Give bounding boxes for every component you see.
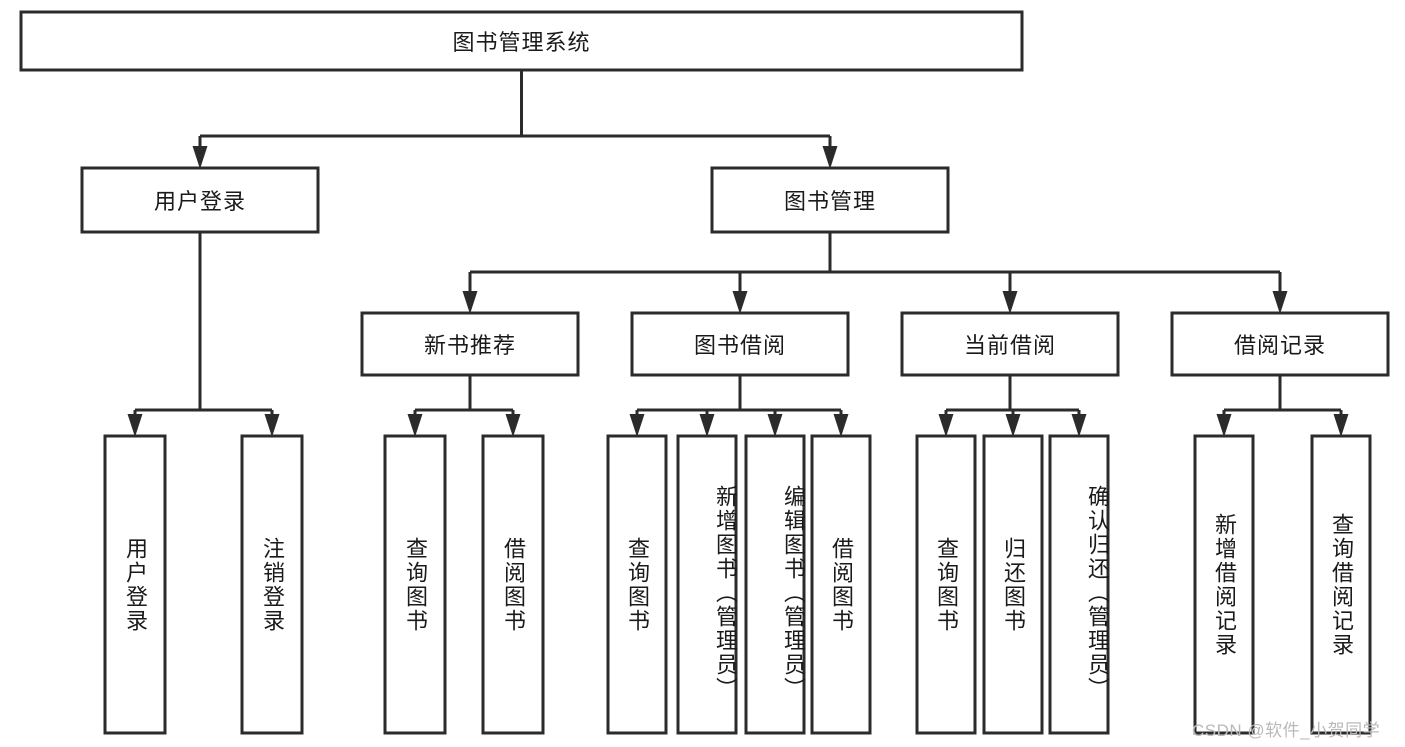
node-box-borrow	[630, 311, 850, 377]
node-box-leaf-new-2	[481, 434, 545, 735]
node-box-bookmgmt	[710, 166, 950, 234]
arrow-head-leaf-rec-1	[1216, 414, 1232, 437]
arrow-head-newbook	[462, 291, 478, 314]
node-box-leaf-borrow-3	[744, 434, 806, 735]
arrow-head-leaf-cur-1	[938, 414, 954, 437]
arrow-head-leaf-borrow-4	[833, 414, 849, 437]
node-box-leaf-rec-2	[1310, 434, 1372, 735]
node-box-leaf-borrow-1	[606, 434, 668, 735]
node-box-newbook	[360, 311, 580, 377]
node-box-leaf-login-1	[103, 434, 167, 735]
arrow-head-leaf-borrow-2	[699, 414, 715, 437]
node-box-root	[19, 10, 1024, 72]
node-box-leaf-cur-3	[1048, 434, 1110, 735]
arrow-head-leaf-rec-2	[1333, 414, 1349, 437]
arrow-head-leaf-cur-2	[1005, 414, 1021, 437]
arrow-head-leaf-borrow-1	[629, 414, 645, 437]
node-box-leaf-rec-1	[1193, 434, 1255, 735]
node-box-leaf-borrow-2	[676, 434, 738, 735]
arrow-head-leaf-login-1	[127, 414, 143, 437]
arrow-head-borrow	[732, 291, 748, 314]
arrow-head-leaf-login-2	[264, 414, 280, 437]
arrow-head-leaf-new-1	[407, 414, 423, 437]
arrow-head-leaf-new-2	[505, 414, 521, 437]
node-box-current	[900, 311, 1120, 377]
arrow-head-leaf-cur-3	[1071, 414, 1087, 437]
node-box-leaf-borrow-4	[810, 434, 872, 735]
edges-layer	[127, 70, 1349, 437]
arrow-head-bookmgmt	[822, 146, 838, 169]
nodes-layer	[19, 10, 1390, 735]
node-box-leaf-cur-1	[915, 434, 977, 735]
node-box-login	[80, 166, 320, 234]
arrow-head-current	[1002, 291, 1018, 314]
node-box-records	[1170, 311, 1390, 377]
arrow-head-login	[192, 146, 208, 169]
arrow-head-records	[1272, 291, 1288, 314]
watermark: CSDN @软件_小贺同学	[1192, 721, 1381, 740]
arrow-head-leaf-borrow-3	[767, 414, 783, 437]
node-box-leaf-login-2	[240, 434, 304, 735]
node-box-leaf-cur-2	[982, 434, 1044, 735]
node-box-leaf-new-1	[383, 434, 447, 735]
